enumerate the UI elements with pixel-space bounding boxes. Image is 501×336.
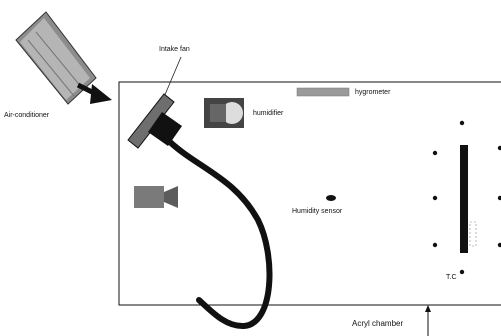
humidity-sensor-label: Humidity sensor (292, 208, 343, 215)
air-conditioner-icon (15, 11, 97, 105)
intake-fan-leader (163, 56, 182, 98)
humidity-sensor-icon (326, 195, 336, 201)
tc-dot (497, 145, 501, 151)
hygrometer-label: hygrometer (355, 89, 391, 96)
air-conditioner-label: Air-conditioner (4, 112, 50, 119)
acryl-chamber-box (118, 81, 501, 306)
tc-dot (497, 242, 501, 248)
humidifier-icon (204, 98, 244, 128)
tc-dot (432, 195, 438, 201)
thermocouple-array (432, 120, 501, 275)
hygrometer-icon (296, 87, 350, 97)
intake-fan-icon (127, 93, 182, 149)
intake-fan-label: Intake fan (159, 46, 190, 53)
acryl-chamber-arrow (425, 305, 431, 336)
hose (167, 139, 273, 329)
tc-dot (432, 150, 438, 156)
tc-dot (459, 269, 465, 275)
tc-dot (432, 242, 438, 248)
tc-bar (460, 145, 468, 253)
tc-dot (459, 120, 465, 126)
camera-icon (134, 186, 178, 208)
tc-dot (497, 195, 501, 201)
acryl-chamber-label: Acryl chamber (352, 319, 404, 328)
airflow-arrow (76, 82, 112, 104)
tc-label: T.C (446, 274, 457, 281)
humidifier-label: humidifier (253, 110, 284, 117)
